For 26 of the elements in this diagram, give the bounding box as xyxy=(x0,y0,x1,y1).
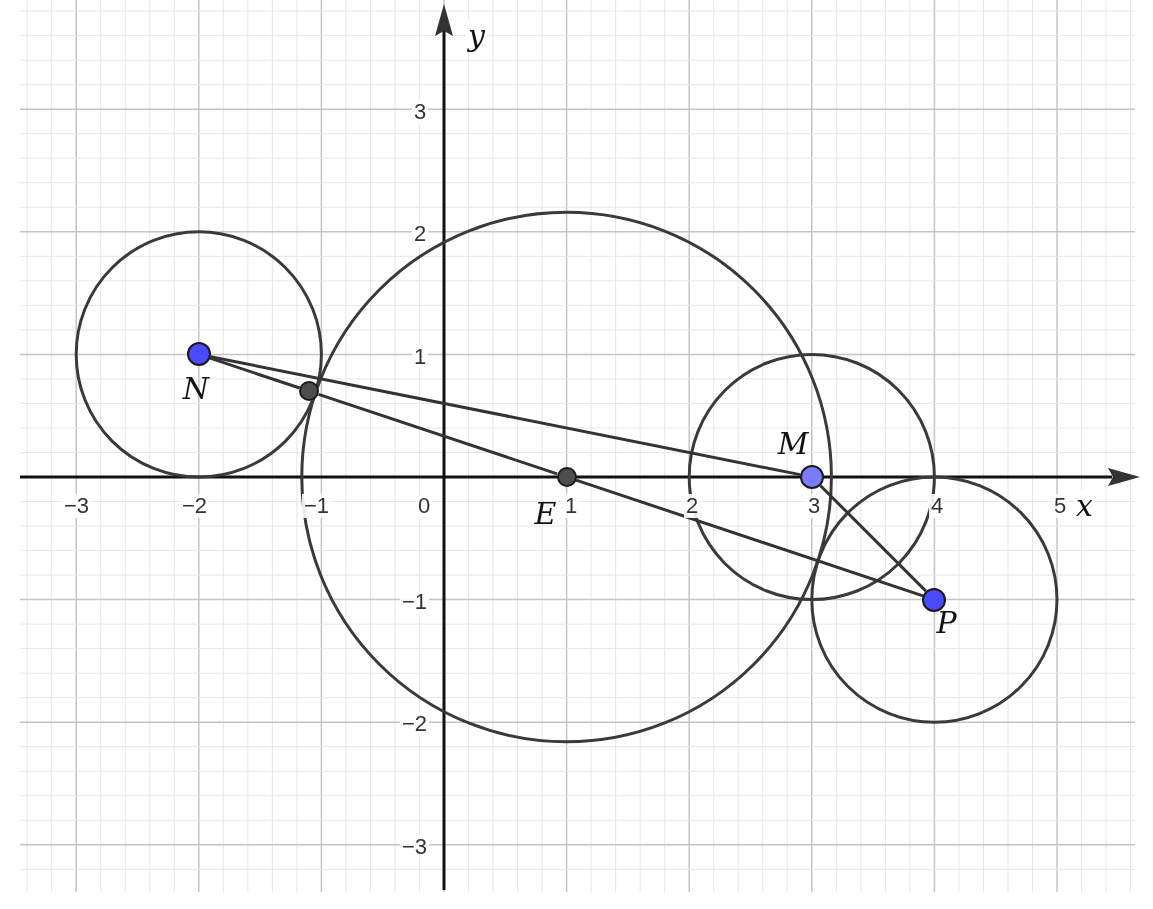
point-label: N xyxy=(182,374,210,405)
point-label: E xyxy=(534,499,557,529)
point-label: P xyxy=(936,607,957,638)
tick-label: −1 xyxy=(400,590,430,614)
line-segment xyxy=(318,392,558,476)
line-segment xyxy=(819,484,927,593)
tick-label: −2 xyxy=(180,494,210,518)
line-segment xyxy=(209,356,301,390)
line-segment xyxy=(575,478,924,598)
tick-label: −2 xyxy=(400,712,430,736)
tick-label: 2 xyxy=(684,494,701,518)
tick-label: 4 xyxy=(929,494,946,518)
tick-label: 1 xyxy=(412,345,429,369)
axis-label: y xyxy=(466,20,487,52)
tick-label: −3 xyxy=(62,494,92,518)
tick-label: 3 xyxy=(412,100,429,124)
tick-label: 1 xyxy=(563,494,580,518)
axis-label: x xyxy=(1074,490,1095,522)
point-label: M xyxy=(777,429,809,459)
tick-label: 3 xyxy=(806,494,823,518)
tick-label: 2 xyxy=(412,222,429,246)
tick-label: −1 xyxy=(302,494,332,518)
line-segment xyxy=(210,355,801,477)
tick-label: −3 xyxy=(400,835,430,859)
tick-label: 0 xyxy=(416,494,433,518)
tick-label: 5 xyxy=(1052,494,1069,518)
